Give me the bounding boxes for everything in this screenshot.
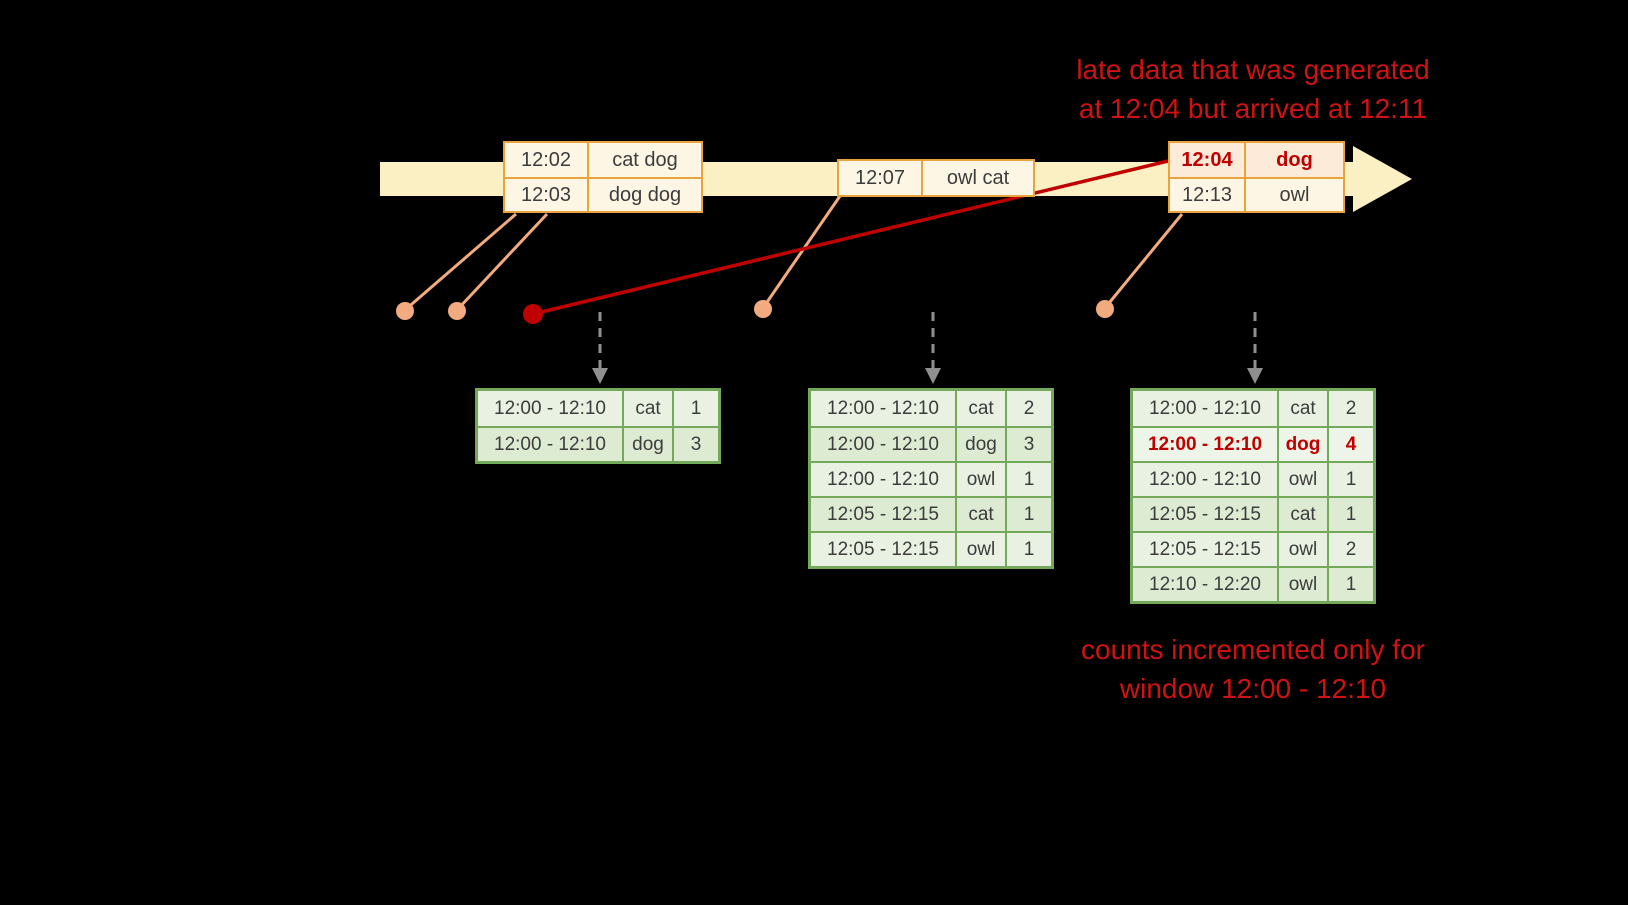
count-cell: 2 — [1345, 538, 1357, 560]
table-row: 12:05 - 12:15 cat 1 — [1133, 496, 1373, 531]
arrowhead-icon — [1247, 368, 1263, 384]
event-row: 12:03 dog dog — [505, 177, 701, 211]
word-cell: cat — [1279, 498, 1329, 531]
word-cell: owl — [1279, 463, 1329, 496]
connector-line — [1103, 213, 1184, 309]
count-cell: 1 — [1345, 468, 1357, 490]
trigger-arrowheads — [592, 368, 1263, 384]
count-cell: 1 — [690, 397, 702, 419]
word-cell: cat — [1279, 391, 1329, 426]
count-cell: 3 — [1023, 433, 1035, 455]
event-words: dog — [1246, 143, 1343, 177]
counts-annotation: counts incremented only for window 12:00… — [1018, 630, 1488, 708]
late-data-annotation-line1: late data that was generated — [1076, 54, 1430, 85]
event-time: 12:07 — [839, 161, 923, 195]
connector-line — [404, 212, 517, 312]
counts-annotation-line1: counts incremented only for — [1081, 634, 1425, 665]
event-time: 12:03 — [505, 179, 589, 211]
table-row: 12:00 - 12:10 cat 1 — [478, 391, 718, 426]
count-cell: 1 — [1345, 503, 1357, 525]
arrival-dots — [396, 300, 1114, 320]
word-cell: dog — [1279, 428, 1329, 461]
table-row: 12:00 - 12:10 dog 3 — [811, 426, 1051, 461]
result-table-1: 12:00 - 12:10 cat 1 12:00 - 12:10 dog 3 — [475, 388, 721, 464]
count-cell: 2 — [1023, 397, 1035, 419]
event-row: 12:13 owl — [1170, 177, 1343, 211]
window-cell: 12:00 - 12:10 — [1133, 463, 1279, 496]
event-time: 12:02 — [505, 143, 589, 177]
event-box-1202-1203: 12:02 cat dog 12:03 dog dog — [503, 141, 703, 213]
word-cell: owl — [1279, 568, 1329, 601]
table-row: 12:10 - 12:20 owl 1 — [1133, 566, 1373, 601]
updated-table-row: 12:00 - 12:10 dog 4 — [1133, 426, 1373, 461]
window-cell: 12:05 - 12:15 — [811, 533, 957, 566]
window-cell: 12:00 - 12:10 — [811, 463, 957, 496]
table-row: 12:00 - 12:10 owl 1 — [1133, 461, 1373, 496]
table-row: 12:00 - 12:10 cat 2 — [811, 391, 1051, 426]
window-cell: 12:05 - 12:15 — [1133, 498, 1279, 531]
count-cell: 3 — [690, 433, 702, 455]
window-cell: 12:00 - 12:10 — [1133, 391, 1279, 426]
table-row: 12:05 - 12:15 owl 2 — [1133, 531, 1373, 566]
event-time: 12:04 — [1170, 143, 1246, 177]
event-words: cat dog — [589, 143, 701, 177]
window-cell: 12:00 - 12:10 — [811, 428, 957, 461]
event-box-1204-1213: 12:04 dog 12:13 owl — [1168, 141, 1345, 213]
late-data-annotation: late data that was generated at 12:04 bu… — [1018, 50, 1488, 128]
word-cell: owl — [1279, 533, 1329, 566]
count-cell: 1 — [1023, 538, 1035, 560]
word-cell: cat — [957, 498, 1007, 531]
event-row: 12:07 owl cat — [839, 161, 1033, 195]
window-cell: 12:10 - 12:20 — [1133, 568, 1279, 601]
late-data-dot — [523, 304, 543, 324]
event-words: owl cat — [923, 161, 1033, 195]
window-cell: 12:05 - 12:15 — [811, 498, 957, 531]
result-table-2: 12:00 - 12:10 cat 2 12:00 - 12:10 dog 3 … — [808, 388, 1054, 569]
late-event-row: 12:04 dog — [1170, 143, 1343, 177]
arrival-dot — [1096, 300, 1114, 318]
word-cell: dog — [624, 428, 674, 461]
connector-line — [455, 212, 549, 312]
event-box-1207: 12:07 owl cat — [837, 159, 1035, 197]
late-data-annotation-line2: at 12:04 but arrived at 12:11 — [1078, 93, 1428, 124]
arrival-dot — [396, 302, 414, 320]
arrival-dot — [448, 302, 466, 320]
window-cell: 12:00 - 12:10 — [478, 428, 624, 461]
table-row: 12:05 - 12:15 owl 1 — [811, 531, 1051, 566]
arrival-dot — [754, 300, 772, 318]
word-cell: dog — [957, 428, 1007, 461]
trigger-arrows — [598, 312, 1257, 368]
table-row: 12:05 - 12:15 cat 1 — [811, 496, 1051, 531]
word-cell: cat — [957, 391, 1007, 426]
table-row: 12:00 - 12:10 owl 1 — [811, 461, 1051, 496]
count-cell: 1 — [1345, 573, 1357, 595]
late-data-connector-line — [532, 159, 1169, 316]
event-connector-lines — [404, 195, 1184, 312]
event-words: dog dog — [589, 179, 701, 211]
event-words: owl — [1246, 179, 1343, 211]
arrowhead-icon — [592, 368, 608, 384]
connector-line — [761, 195, 842, 309]
count-cell: 1 — [1023, 503, 1035, 525]
arrowhead-icon — [925, 368, 941, 384]
window-cell: 12:00 - 12:10 — [1133, 428, 1279, 461]
event-time: 12:13 — [1170, 179, 1246, 211]
count-cell: 4 — [1345, 433, 1357, 455]
word-cell: cat — [624, 391, 674, 426]
word-cell: owl — [957, 463, 1007, 496]
window-cell: 12:05 - 12:15 — [1133, 533, 1279, 566]
count-cell: 2 — [1345, 397, 1357, 419]
result-table-3: 12:00 - 12:10 cat 2 12:00 - 12:10 dog 4 … — [1130, 388, 1376, 604]
count-cell: 1 — [1023, 468, 1035, 490]
event-row: 12:02 cat dog — [505, 143, 701, 177]
counts-annotation-line2: window 12:00 - 12:10 — [1119, 673, 1387, 704]
table-row: 12:00 - 12:10 dog 3 — [478, 426, 718, 461]
timeline-arrowhead-icon — [1353, 146, 1412, 212]
window-cell: 12:00 - 12:10 — [811, 391, 957, 426]
word-cell: owl — [957, 533, 1007, 566]
window-cell: 12:00 - 12:10 — [478, 391, 624, 426]
table-row: 12:00 - 12:10 cat 2 — [1133, 391, 1373, 426]
